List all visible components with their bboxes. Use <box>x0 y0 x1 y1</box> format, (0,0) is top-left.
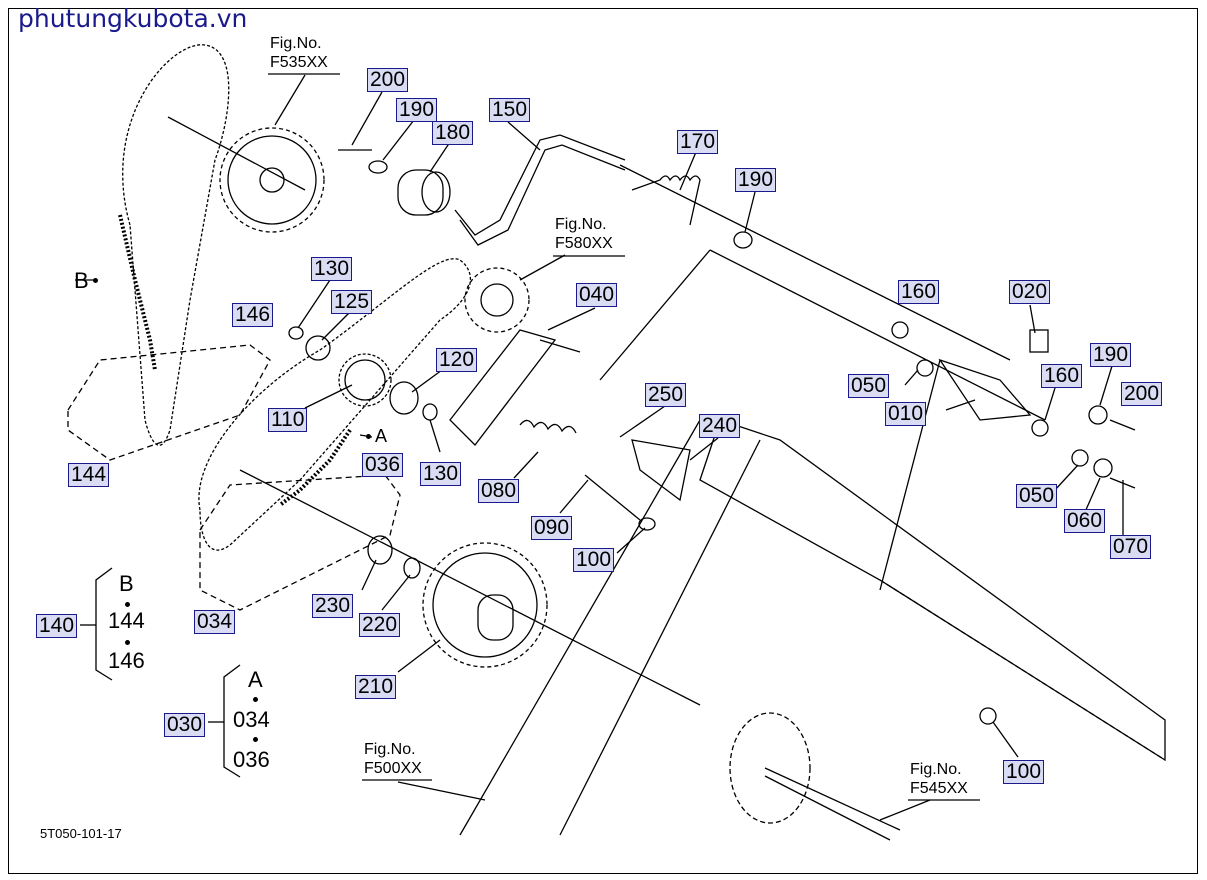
callout-070[interactable]: 070 <box>1110 535 1152 559</box>
callout-200[interactable]: 200 <box>1121 382 1163 406</box>
callout-125[interactable]: 125 <box>331 290 373 314</box>
drawing-frame <box>8 8 1198 874</box>
callout-090[interactable]: 090 <box>531 516 573 540</box>
callout-190[interactable]: 190 <box>735 168 777 192</box>
group-030-item-036: 036 <box>233 747 270 772</box>
callout-130[interactable]: 130 <box>311 257 353 281</box>
callout-146[interactable]: 146 <box>232 303 274 327</box>
fig-ref-f500[interactable]: Fig.No.F500XX <box>364 741 422 777</box>
fig-ref-f545[interactable]: Fig.No.F545XX <box>910 761 968 797</box>
point-a-dot <box>366 434 371 439</box>
point-b-label: B <box>74 268 89 293</box>
callout-230[interactable]: 230 <box>312 594 354 618</box>
point-a-label: A <box>375 426 388 446</box>
callout-210[interactable]: 210 <box>355 675 397 699</box>
callout-110[interactable]: 110 <box>268 408 308 432</box>
group-140-dot-1 <box>125 602 130 607</box>
callout-050[interactable]: 050 <box>1016 484 1058 508</box>
callout-220[interactable]: 220 <box>359 613 401 637</box>
group-030-dot-1 <box>253 697 258 702</box>
callout-250[interactable]: 250 <box>645 383 687 407</box>
callout-100[interactable]: 100 <box>573 548 615 572</box>
callout-060[interactable]: 060 <box>1064 509 1106 533</box>
callout-180[interactable]: 180 <box>432 121 474 145</box>
callout-190[interactable]: 190 <box>396 98 438 122</box>
callout-140[interactable]: 140 <box>36 614 78 638</box>
group-140-item-146: 146 <box>108 648 145 673</box>
callout-080[interactable]: 080 <box>478 479 520 503</box>
callout-130[interactable]: 130 <box>420 462 462 486</box>
callout-034[interactable]: 034 <box>194 610 236 634</box>
site-watermark: phutungkubota.vn <box>18 4 248 33</box>
callout-160[interactable]: 160 <box>1041 364 1083 388</box>
callout-120[interactable]: 120 <box>436 348 478 372</box>
callout-020[interactable]: 020 <box>1009 280 1051 304</box>
callout-040[interactable]: 040 <box>576 283 618 307</box>
group-030-item-034: 034 <box>233 707 270 732</box>
callout-240[interactable]: 240 <box>699 414 741 438</box>
group-140-dot-2 <box>125 640 130 645</box>
fig-ref-f535[interactable]: Fig.No.F535XX <box>270 35 328 71</box>
group-030-letter: A <box>248 667 263 692</box>
callout-170[interactable]: 170 <box>677 130 719 154</box>
callout-144[interactable]: 144 <box>68 463 110 487</box>
callout-160[interactable]: 160 <box>898 280 940 304</box>
callout-030[interactable]: 030 <box>164 713 206 737</box>
group-030-dot-2 <box>253 737 258 742</box>
callout-200[interactable]: 200 <box>367 68 409 92</box>
callout-036[interactable]: 036 <box>362 453 404 477</box>
drawing-code: 5T050-101-17 <box>40 826 122 841</box>
callout-190[interactable]: 190 <box>1090 343 1132 367</box>
callout-010[interactable]: 010 <box>885 402 927 426</box>
callout-150[interactable]: 150 <box>489 98 531 122</box>
callout-050[interactable]: 050 <box>848 374 890 398</box>
group-140-letter: B <box>119 571 134 596</box>
callout-100[interactable]: 100 <box>1003 760 1045 784</box>
fig-ref-f580[interactable]: Fig.No.F580XX <box>555 216 613 252</box>
point-b-dot <box>93 278 98 283</box>
group-140-item-144: 144 <box>108 608 145 633</box>
